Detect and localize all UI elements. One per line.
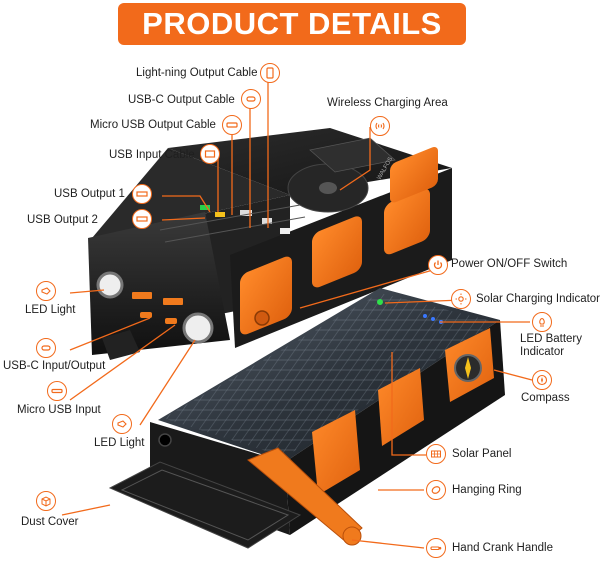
upper-bumper-3 — [384, 188, 430, 255]
micro-usb-port-icon — [47, 381, 67, 401]
flashlight-icon — [36, 281, 56, 301]
compass-icon — [532, 370, 552, 390]
label-usb-input-cable: USB Input Cable — [109, 149, 195, 161]
label-hand-crank: Hand Crank Handle — [452, 542, 554, 554]
upper-top-face — [168, 128, 452, 195]
battery-light-icon — [532, 312, 552, 332]
battery-light-1 — [423, 314, 427, 318]
lightning-cable-icon — [260, 63, 280, 83]
label-solar-indicator: Solar Charging Indicator — [476, 293, 600, 305]
label-usb-c-cable: USB-C Output Cable — [128, 94, 235, 106]
flashlight-icon — [112, 414, 132, 434]
usb-port-icon — [132, 209, 152, 229]
label-solar-panel: Solar Panel — [452, 448, 512, 460]
solar-grid — [163, 293, 495, 457]
label-led-light-2: LED Light — [94, 437, 145, 449]
led-lamp-2 — [182, 312, 214, 344]
ring-icon — [426, 480, 446, 500]
upper-bumper-1 — [240, 256, 292, 335]
solar-indicator-light — [377, 299, 383, 305]
power-button — [254, 310, 270, 326]
sun-icon — [451, 289, 471, 309]
lower-bumper-1 — [312, 410, 360, 495]
label-micro-usb-cable: Micro USB Output Cable — [90, 119, 216, 131]
usb-input-cable-icon — [200, 144, 220, 164]
label-usb-output-1: USB Output 1 — [54, 188, 125, 200]
lower-end-port — [158, 433, 172, 447]
leader-lines — [61, 80, 533, 549]
upper-power-bank: WALFOS — [88, 128, 452, 360]
usb-c-cable-icon — [241, 89, 261, 109]
label-power-switch: Power ON/OFF Switch — [451, 258, 568, 270]
cable-slots — [159, 204, 306, 243]
label-usb-output-2: USB Output 2 — [27, 214, 98, 226]
wireless-symbol — [319, 182, 337, 194]
box-icon — [36, 491, 56, 511]
label-led-light-1: LED Light — [25, 304, 76, 316]
label-micro-usb-input: Micro USB Input — [17, 404, 101, 416]
power-icon — [428, 255, 448, 275]
led-lamp-1 — [96, 271, 124, 299]
upper-flap — [102, 330, 140, 360]
lower-power-bank — [150, 288, 505, 546]
battery-light-2 — [431, 317, 435, 321]
label-wireless-charging: Wireless Charging Area — [327, 97, 448, 109]
title-banner: PRODUCT DETAILS — [118, 3, 466, 45]
upper-bumper-4 — [390, 146, 438, 203]
label-hanging-ring: Hanging Ring — [452, 484, 522, 496]
wireless-icon — [370, 116, 390, 136]
usb-port-icon — [132, 184, 152, 204]
dust-cover — [108, 461, 302, 549]
micro-usb-cable-icon — [222, 115, 242, 135]
compass-needle — [465, 357, 471, 379]
end-port-1 — [132, 292, 152, 299]
end-port-4 — [165, 318, 177, 324]
crank-icon — [426, 538, 446, 558]
crank-knob — [342, 526, 362, 546]
spec-label — [309, 137, 396, 173]
label-usb-c-input-output: USB-C Input/Output — [3, 360, 106, 372]
solar-panel-icon — [426, 444, 446, 464]
end-port-2 — [163, 298, 183, 305]
lower-bumper-2 — [378, 368, 424, 446]
hand-crank — [247, 447, 363, 543]
label-compass: Compass — [521, 392, 570, 404]
usb-c-port-icon — [36, 338, 56, 358]
end-port-3 — [140, 312, 152, 318]
label-dust-cover: Dust Cover — [21, 516, 79, 528]
upper-bumper-2 — [312, 216, 362, 288]
label-lightning-cable: Light-ning Output Cable — [136, 67, 258, 79]
label-led-battery-indicator: LED Battery Indicator — [520, 333, 582, 358]
page-title: PRODUCT DETAILS — [142, 6, 442, 41]
